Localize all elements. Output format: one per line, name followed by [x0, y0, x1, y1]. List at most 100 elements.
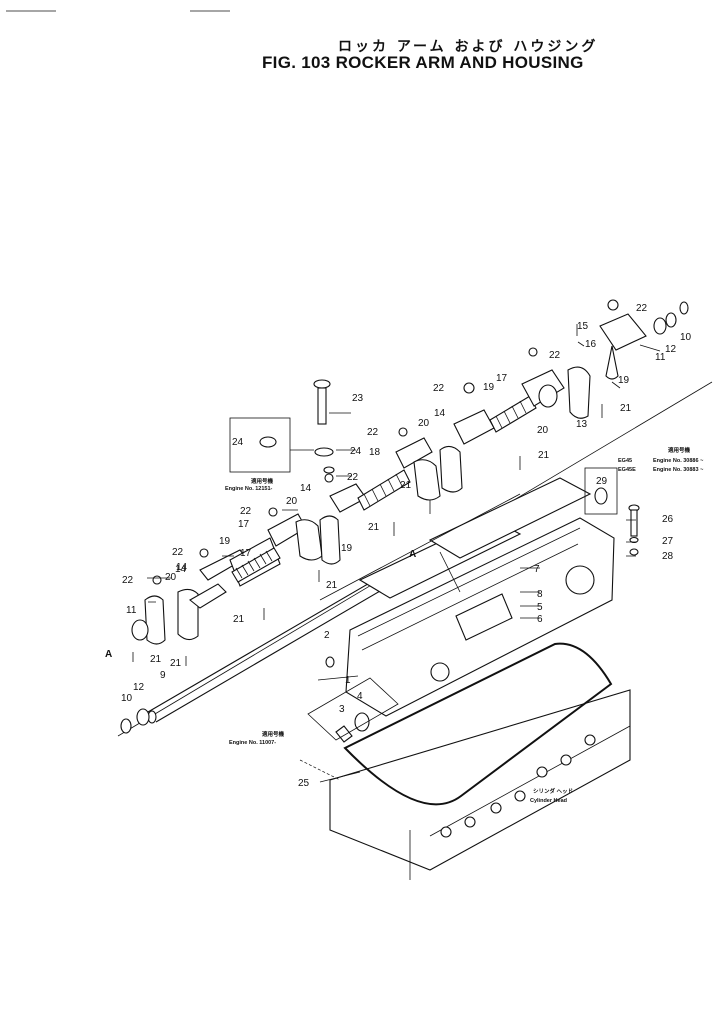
spacer-spring-middle: [357, 469, 411, 511]
engine-label-1: EG45: [618, 458, 632, 464]
oil-filler-cap: [335, 725, 353, 743]
callout-21-h: 21: [170, 658, 182, 669]
washer-12: [665, 312, 677, 328]
engine-note-3a: Engine No. 30886 ~: [653, 458, 703, 464]
callout-20-c: 20: [418, 418, 430, 429]
callout-27: 27: [662, 536, 674, 547]
callout-5: 5: [537, 602, 543, 613]
detail-washer: [259, 436, 277, 448]
callout-21-g: 21: [233, 614, 245, 625]
cap-detail-box: [307, 677, 399, 741]
plug-2: [325, 656, 335, 668]
note-jp-1: 適用号機: [251, 477, 274, 485]
callout-21: 21: [150, 654, 162, 665]
callout-8: 8: [537, 589, 543, 600]
callout-14-c: 14: [300, 483, 312, 494]
housing-bolt: [628, 504, 640, 556]
callout-14-b: 14: [434, 408, 446, 419]
leader-lines: [147, 324, 661, 783]
housing-gasket: [343, 642, 613, 806]
detail-box-29: [584, 467, 618, 515]
section-marker-a-right: A: [409, 549, 416, 560]
callout-24: 24: [350, 446, 362, 457]
callout-13: 13: [576, 419, 588, 430]
washer-11: [653, 317, 667, 335]
figure-title-japanese: ロッカ アーム および ハウジング: [338, 39, 599, 55]
callout-17: 17: [240, 548, 252, 559]
callout-10: 10: [121, 693, 133, 704]
adjust-screws: [132, 404, 603, 666]
callout-2: 2: [324, 630, 330, 641]
callout-21-d: 21: [400, 480, 412, 491]
callout-9: 9: [160, 670, 166, 681]
callout-22-c: 22: [549, 350, 561, 361]
note-jp-3: 適用号機: [668, 446, 691, 454]
callout-14-d: 14: [176, 562, 188, 573]
callout-22-h: 22: [172, 547, 184, 558]
callout-17-b: 17: [496, 373, 508, 384]
shaft-spring-washer: [136, 708, 150, 726]
section-marker-a-left: A: [105, 649, 112, 660]
callout-22: 22: [122, 575, 134, 586]
callout-18: 18: [369, 447, 381, 458]
rocker-arm-group-2: [267, 483, 367, 565]
rocker-arm-group-4: [521, 313, 647, 419]
callout-16: 16: [585, 339, 597, 350]
callout-1: 1: [345, 675, 351, 686]
rocker-arm-group-3: [395, 409, 495, 501]
spacer-spring-upper: [489, 395, 537, 433]
detail-callout-24: 24: [232, 437, 244, 448]
callout-3: 3: [339, 704, 345, 715]
figure-title-english: FIG. 103 ROCKER ARM AND HOUSING: [262, 53, 584, 72]
callout-19-b: 19: [618, 375, 630, 386]
detail-box: [229, 417, 291, 473]
callout-23: 23: [352, 393, 364, 404]
cyl-head-label: Cylinder Head: [530, 798, 567, 804]
callout-labels: 1 2 3 4 5 6 7 8 9 10 11 12 13 14 15 16 1…: [105, 303, 692, 789]
callout-6: 6: [537, 614, 543, 625]
callout-19: 19: [219, 536, 231, 547]
callout-20: 20: [165, 572, 177, 583]
callout-29: 29: [596, 476, 608, 487]
callout-17-c: 17: [238, 519, 250, 530]
callout-11: 11: [126, 605, 137, 616]
cyl-head-jp: シリンダ ヘッド: [533, 787, 573, 795]
callout-22-e: 22: [367, 427, 379, 438]
cylinder-head: [299, 689, 631, 880]
callout-12-b: 12: [665, 344, 677, 355]
callout-12: 12: [133, 682, 145, 693]
cap-29: [594, 487, 608, 505]
callout-15: 15: [577, 321, 589, 332]
callout-10-b: 10: [680, 332, 692, 343]
note-jp-2: 適用号機: [262, 730, 285, 738]
engine-notes: 適用号機 Engine No. 12151- 適用号機 Engine No. 1…: [225, 446, 703, 804]
callout-22-d: 22: [433, 383, 445, 394]
callout-11-b: 11: [655, 352, 666, 363]
callout-21-c: 21: [538, 450, 550, 461]
callout-20-d: 20: [286, 496, 298, 507]
engine-note-2: Engine No. 11007-: [229, 740, 276, 746]
spacer-spring-lower: [231, 547, 281, 583]
callout-20-b: 20: [537, 425, 549, 436]
rocker-housing: [345, 477, 615, 717]
callout-21-e: 21: [368, 522, 380, 533]
callout-19-d: 19: [341, 543, 353, 554]
callout-19-c: 19: [483, 382, 495, 393]
engine-note-1: Engine No. 12151-: [225, 486, 273, 492]
engine-label-2: EG45E: [618, 467, 636, 473]
callout-7: 7: [534, 564, 540, 575]
shaft-end-plug: [120, 718, 132, 734]
callout-26: 26: [662, 514, 674, 525]
callout-28: 28: [662, 551, 674, 562]
end-plug-10: [679, 301, 689, 315]
callout-25: 25: [298, 778, 310, 789]
callout-22-g: 22: [240, 506, 252, 517]
callout-22-b: 22: [636, 303, 648, 314]
engine-note-3b: Engine No. 30883 ~: [653, 467, 703, 473]
callout-22-f: 22: [347, 472, 359, 483]
callout-4: 4: [357, 691, 363, 702]
callout-21-b: 21: [620, 403, 632, 414]
callout-14: 14: [175, 564, 187, 575]
callout-21-f: 21: [326, 580, 338, 591]
